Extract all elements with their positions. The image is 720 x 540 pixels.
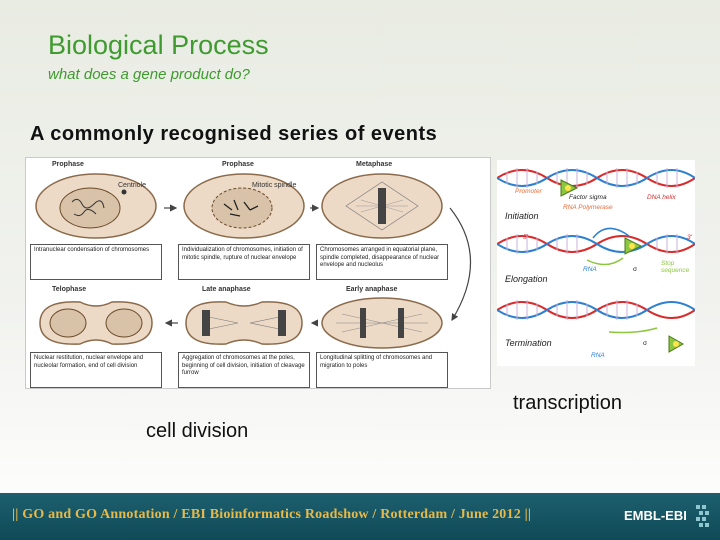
transcription-illustration bbox=[497, 168, 695, 353]
stage-label-telophase: Telophase bbox=[52, 286, 87, 293]
stop-sequence-label: Stop sequence bbox=[661, 260, 690, 274]
stage-label-late-anaphase: Late anaphase bbox=[202, 286, 251, 293]
centriole-label: Centriole bbox=[118, 182, 147, 189]
rna-label-termination: RNA bbox=[591, 352, 605, 359]
caption-prophase-early: Intranuclear condensation of chromosomes bbox=[30, 244, 162, 280]
caption-prophase: Individualization of chromosomes, initia… bbox=[178, 244, 310, 280]
dna-helix-label: DNA helix bbox=[647, 194, 676, 201]
step-elongation: Elongation bbox=[505, 274, 548, 284]
stage-label-early-anaphase: Early anaphase bbox=[346, 286, 398, 293]
metaphase-cell-illustration bbox=[321, 173, 443, 239]
step-initiation: Initiation bbox=[505, 211, 539, 221]
caption-early-anaphase: Longitudinal splitting of chromosomes an… bbox=[316, 352, 448, 388]
stage-label-prophase: Prophase bbox=[222, 161, 254, 168]
rna-polymerase-label: RNA Polymerase bbox=[563, 204, 613, 211]
footer-bar: || GO and GO Annotation / EBI Bioinforma… bbox=[0, 493, 720, 540]
caption-telophase: Nuclear restitution, nuclear envelope an… bbox=[30, 352, 162, 388]
prophase-early-cell-illustration bbox=[35, 173, 157, 239]
transcription-diagram: Promoter Factor sigma DNA helix RNA Poly… bbox=[497, 160, 695, 366]
embl-ebi-logo-icon bbox=[696, 505, 709, 527]
caption-late-anaphase: Aggregation of chromosomes at the poles,… bbox=[178, 352, 310, 388]
cycle-arrows bbox=[164, 204, 472, 327]
transcription-caption: transcription bbox=[513, 392, 622, 414]
late-anaphase-cell-illustration bbox=[185, 301, 303, 345]
three-prime-label: 3' bbox=[687, 234, 692, 241]
cell-division-caption: cell division bbox=[146, 420, 249, 442]
footer-text: || GO and GO Annotation / EBI Bioinforma… bbox=[12, 507, 532, 522]
mitosis-diagram: Prophase Prophase Metaphase Centriole Mi… bbox=[25, 157, 491, 389]
stage-label-metaphase: Metaphase bbox=[356, 161, 393, 168]
five-prime-label: 5' bbox=[523, 234, 528, 241]
early-anaphase-cell-illustration bbox=[321, 297, 443, 349]
slide-title: Biological Process bbox=[48, 30, 269, 60]
embl-ebi-logo: EMBL-EBI bbox=[624, 508, 687, 523]
sigma-label-termination: σ bbox=[643, 340, 648, 347]
sigma-label-elongation: σ bbox=[633, 266, 638, 273]
slide-subtitle: what does a gene product do? bbox=[48, 66, 250, 83]
rna-label-elongation: RNA bbox=[583, 266, 597, 273]
promoter-label: Promoter bbox=[515, 188, 542, 195]
factor-sigma-label: Factor sigma bbox=[569, 194, 607, 201]
step-termination: Termination bbox=[505, 338, 552, 348]
stage-label-prophase-early: Prophase bbox=[52, 161, 84, 168]
mitotic-spindle-label: Mitotic spindle bbox=[252, 182, 297, 189]
telophase-cell-illustration bbox=[39, 301, 153, 345]
caption-metaphase: Chromosomes arranged in equatorial plane… bbox=[316, 244, 448, 280]
prophase-cell-illustration bbox=[183, 173, 305, 239]
section-heading: A commonly recognised series of events bbox=[30, 123, 438, 145]
